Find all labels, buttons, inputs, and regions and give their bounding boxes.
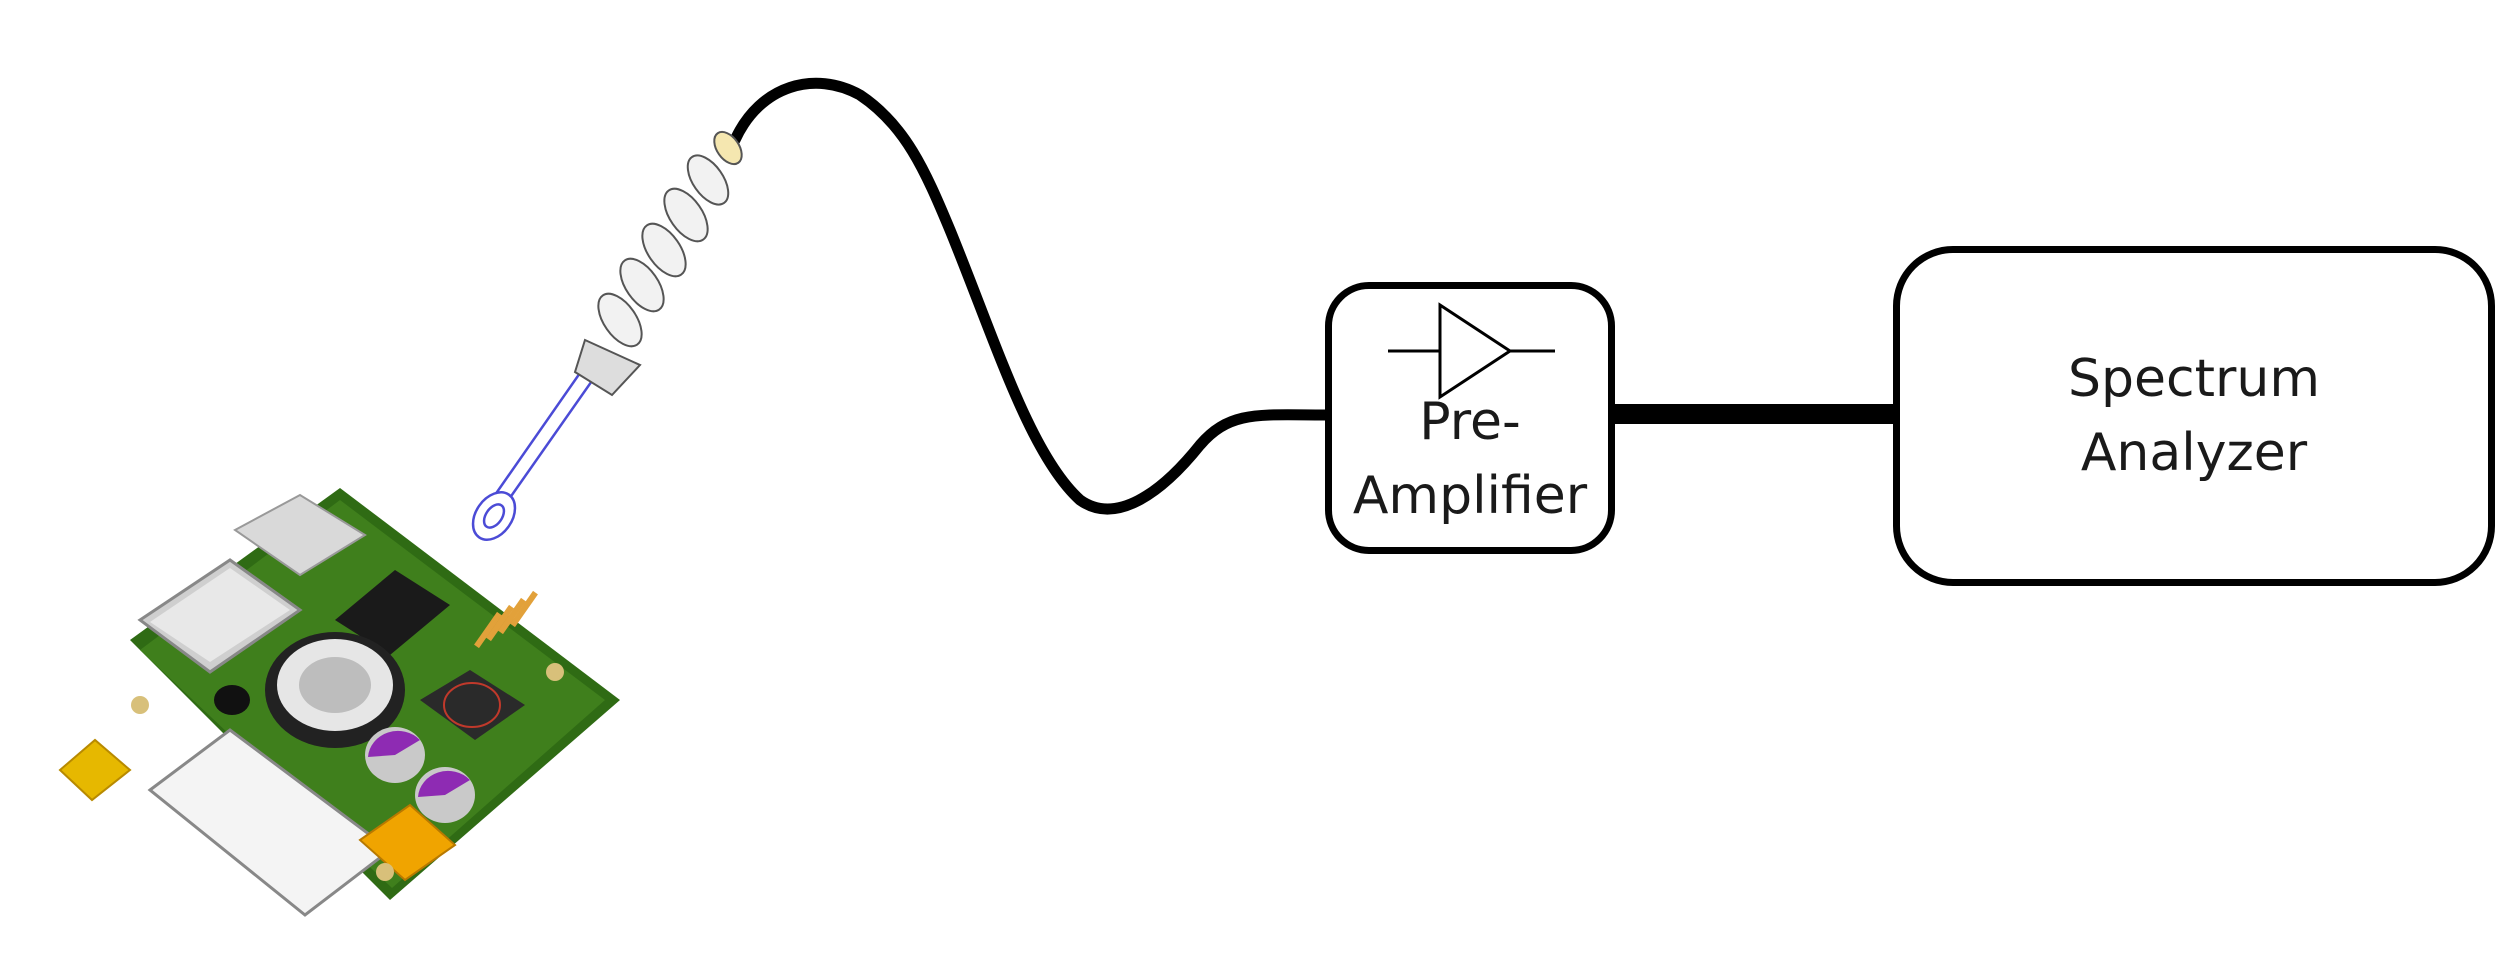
sma-connector — [58, 738, 132, 802]
pre-amplifier-block: Pre- Amplifier — [1325, 282, 1615, 554]
spectrum-analyzer-block: Spectrum Analyzer — [1893, 246, 2495, 586]
spectrum-analyzer-label-line1: Spectrum — [2068, 349, 2320, 409]
pcb-board — [58, 488, 620, 917]
pre-amplifier-label-line2: Amplifier — [1352, 466, 1588, 526]
spectrum-analyzer-label-line2: Analyzer — [2080, 423, 2308, 483]
amplifier-triangle-icon — [1388, 302, 1555, 400]
pre-amplifier-label-line1: Pre- — [1419, 392, 1521, 452]
near-field-probe — [471, 130, 743, 541]
probe-cable — [729, 77, 1331, 515]
